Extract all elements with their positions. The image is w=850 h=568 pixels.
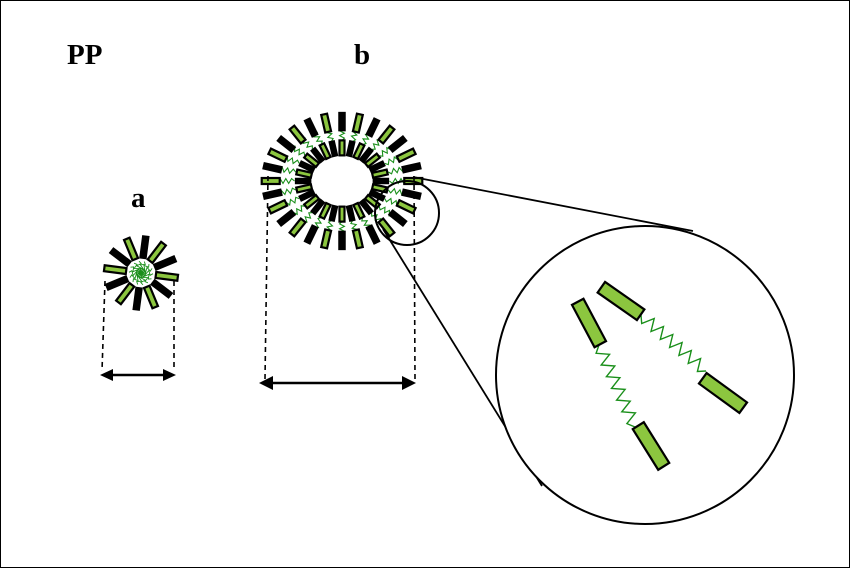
- large-micelle-inner-block: [310, 198, 326, 216]
- small-micelle-block: [132, 286, 143, 311]
- magnified-block-lower-right: [697, 371, 749, 415]
- large-micelle-outer-block: [365, 117, 381, 138]
- large-micelle-inner-block: [318, 141, 333, 161]
- large-micelle-outer-block: [288, 124, 308, 146]
- large-micelle-inner-block: [368, 188, 386, 202]
- small-dim-left-guide: [101, 280, 106, 372]
- large-micelle-dimension: [264, 175, 416, 380]
- large-micelle-inner-block: [351, 141, 366, 161]
- large-micelle-inner-block: [338, 139, 346, 157]
- zoom-connector-top: [412, 176, 694, 232]
- large-micelle-outer-block: [262, 188, 283, 201]
- large-micelle-outer-block: [303, 224, 319, 245]
- large-micelle-outer-block: [260, 176, 281, 186]
- large-dim-arrow: [259, 376, 416, 390]
- small-micelle: [102, 235, 180, 311]
- panel-b-label: b: [354, 39, 370, 71]
- small-micelle-block: [122, 236, 140, 262]
- magnified-block-upper-left: [570, 297, 608, 349]
- large-micelle-outer-block: [319, 228, 333, 250]
- large-micelle-outer-block: [395, 198, 418, 215]
- large-micelle-outer-block: [395, 147, 418, 164]
- small-micelle-block: [146, 240, 168, 265]
- zoom-source-circle: [374, 180, 440, 246]
- large-micelle-inner-block: [328, 204, 339, 223]
- large-dim-right-guide: [413, 175, 416, 380]
- small-micelle-block: [142, 284, 160, 310]
- large-micelle-outer-block: [401, 188, 422, 201]
- large-micelle-inner-block: [358, 146, 374, 164]
- magnified-chains: [595, 314, 707, 428]
- title-label: PP: [67, 39, 102, 71]
- large-micelle-outer-block: [276, 134, 297, 153]
- large-micelle-inner-block: [358, 198, 374, 216]
- large-micelle-outer-block: [387, 209, 408, 228]
- small-micelle-block: [154, 270, 180, 283]
- large-micelle-inner-block: [345, 204, 356, 223]
- large-micelle-inner-block: [294, 168, 314, 180]
- large-micelle: [260, 111, 424, 251]
- large-micelle-blocks: [260, 111, 424, 251]
- large-micelle-inner-block: [372, 177, 390, 185]
- large-micelle-inner-block: [351, 201, 366, 221]
- large-micelle-outer-block: [276, 209, 297, 228]
- large-micelle-inner-block: [363, 152, 382, 169]
- large-micelle-inner-block: [302, 193, 321, 210]
- small-micelle-block: [104, 275, 130, 291]
- small-micelle-block: [139, 235, 150, 260]
- large-micelle-inner-block: [368, 160, 386, 174]
- large-micelle-chains: [276, 125, 408, 237]
- small-micelle-block: [102, 263, 128, 276]
- large-micelle-outer-block: [401, 161, 422, 174]
- small-micelle-blocks: [102, 235, 180, 311]
- panel-a-label: a: [131, 182, 146, 214]
- large-dim-left-guide: [264, 175, 269, 380]
- magnified-block-lower-left: [631, 420, 671, 472]
- small-micelle-block: [108, 247, 132, 268]
- large-micelle-outer-block: [303, 117, 319, 138]
- large-micelle-inner-block: [310, 146, 326, 164]
- small-micelle-core: [128, 260, 154, 286]
- large-micelle-outer-block: [376, 124, 396, 146]
- magnified-chain-left: [595, 344, 637, 428]
- small-micelle-block: [152, 255, 178, 271]
- small-micelle-dimension: [101, 280, 175, 372]
- large-micelle-inner-block: [345, 139, 356, 158]
- large-micelle-outer-block: [266, 147, 289, 164]
- large-micelle-inner-block: [370, 168, 390, 180]
- large-micelle-inner-block: [294, 177, 312, 185]
- magnified-blocks: [570, 280, 749, 472]
- large-micelle-outer-block: [338, 230, 346, 251]
- large-micelle-inner-block: [294, 182, 314, 194]
- small-micelle-block: [150, 278, 174, 299]
- large-micelle-outer-block: [266, 198, 289, 215]
- large-micelle-outer-block: [262, 161, 283, 174]
- large-micelle-outer-block: [288, 216, 308, 238]
- large-micelle-inner-block: [298, 160, 316, 174]
- magnified-chain-right: [640, 314, 707, 373]
- small-core-chain: [136, 271, 145, 285]
- large-micelle-outer-block: [338, 111, 346, 132]
- large-micelle-inner-block: [318, 201, 333, 221]
- large-micelle-inner-block: [328, 139, 339, 158]
- magnified-block-upper-right: [596, 280, 646, 322]
- zoom-magnified-circle: [495, 225, 795, 525]
- large-micelle-outer-block: [351, 112, 365, 134]
- small-micelle-block: [114, 281, 136, 306]
- large-micelle-inner-block: [338, 205, 346, 223]
- small-dim-arrow: [100, 369, 176, 381]
- large-micelle-outer-block: [365, 224, 381, 245]
- large-micelle-outer-block: [351, 228, 365, 250]
- magnified-copolymer-chains: [570, 280, 749, 472]
- large-micelle-inner-block: [298, 188, 316, 202]
- large-micelle-inner-block: [302, 152, 321, 169]
- large-micelle-outer-block: [387, 134, 408, 153]
- large-micelle-outer-block: [319, 112, 333, 134]
